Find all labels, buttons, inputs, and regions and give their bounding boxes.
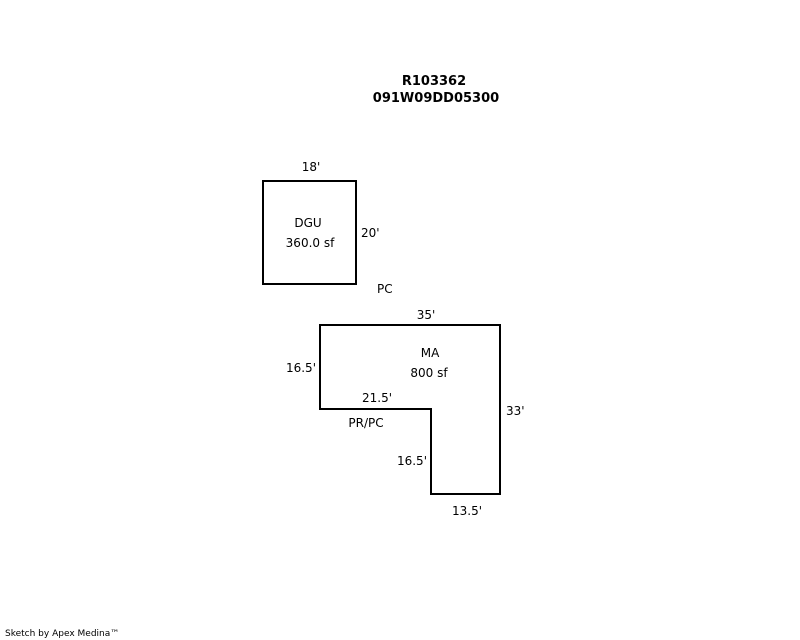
ma-outline [319, 324, 501, 495]
parcel-id: R103362 [402, 74, 466, 89]
ma-area-value: 800 sf [410, 366, 448, 380]
ma-bottom-label: 13.5' [452, 504, 482, 518]
pr-pc-label: PR/PC [348, 416, 383, 430]
ma-right-label: 33' [506, 404, 525, 418]
ma-left-label: 16.5' [286, 361, 316, 375]
dgu-outline [262, 180, 357, 285]
dgu-height-label: 20' [361, 226, 380, 240]
pc-label: PC [377, 282, 393, 296]
ma-inner-top-label: 21.5' [362, 391, 392, 405]
dgu-area-name: DGU [294, 216, 321, 230]
ma-area-name: MA [421, 346, 440, 360]
ma-top-label: 35' [417, 308, 436, 322]
dgu-area-value: 360.0 sf [286, 236, 335, 250]
sketch-credit: Sketch by Apex Medina™ [5, 629, 119, 639]
dgu-width-label: 18' [302, 160, 321, 174]
ma-inner-left-label: 16.5' [397, 454, 427, 468]
map-number: 091W09DD05300 [373, 91, 499, 106]
